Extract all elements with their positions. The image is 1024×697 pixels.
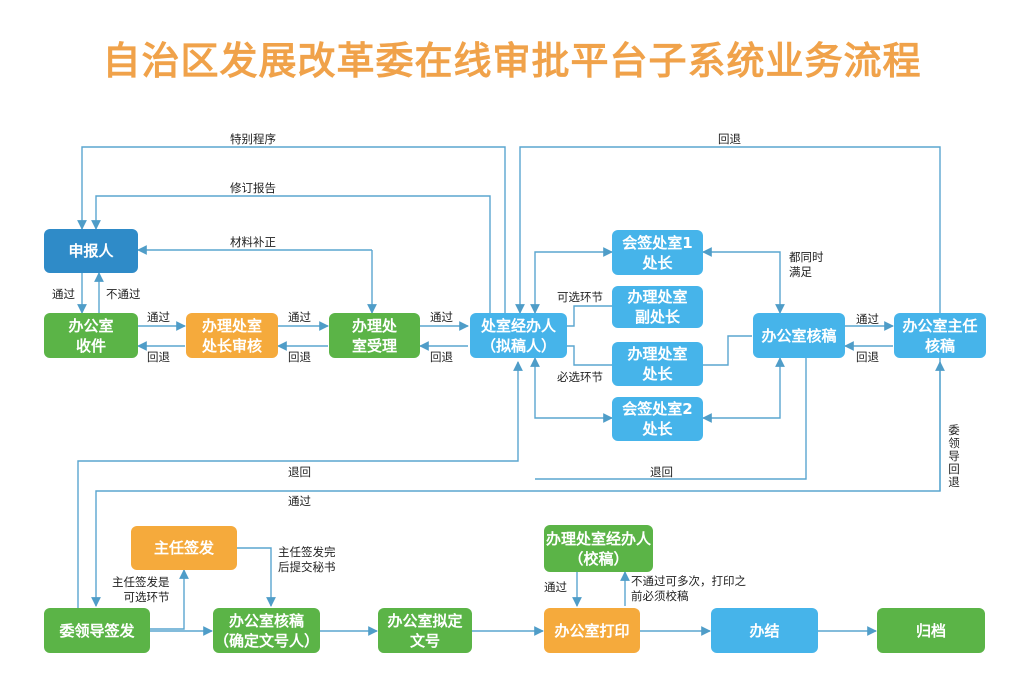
- node-deputy-chief[interactable]: 办理处室 副处长: [612, 286, 703, 328]
- label-revise-report: 修订报告: [230, 181, 276, 195]
- node-office-director-check[interactable]: 办公室主任 核稿: [894, 313, 986, 358]
- label-leader-return: 委 领 导 回 退: [948, 423, 960, 489]
- return-line-left: [77, 361, 523, 608]
- label-pass-applicant: 通过: [52, 287, 75, 301]
- return-top-line: [515, 146, 941, 314]
- label-pass-print: 通过: [544, 580, 567, 594]
- label-pass-4: 通过: [856, 312, 879, 326]
- label-return-4: 回退: [856, 350, 879, 364]
- node-applicant[interactable]: 申报人: [44, 229, 138, 273]
- node-office-check-number[interactable]: 办公室核稿 （确定文号人）: [213, 608, 320, 653]
- node-handler-proofread[interactable]: 办理处室经办人 （校稿）: [544, 525, 653, 572]
- label-required-step: 必选环节: [557, 370, 603, 384]
- label-return-2: 回退: [288, 350, 311, 364]
- label-all-satisfied: 都同时 满足: [789, 250, 824, 279]
- label-return-1: 回退: [147, 350, 170, 364]
- node-director-sign[interactable]: 主任签发: [131, 526, 237, 570]
- label-supplement-material: 材料补正: [230, 235, 276, 249]
- node-office-receive[interactable]: 办公室 收件: [44, 313, 138, 358]
- node-office-print[interactable]: 办公室打印: [544, 608, 640, 653]
- label-pass-bottom: 通过: [288, 494, 311, 508]
- label-return-back-right: 退回: [650, 465, 673, 479]
- label-return-top: 回退: [718, 132, 741, 146]
- node-archive[interactable]: 归档: [877, 608, 985, 653]
- node-office-check[interactable]: 办公室核稿: [753, 313, 845, 358]
- node-leader-sign[interactable]: 委领导签发: [44, 608, 150, 653]
- label-special-procedure: 特别程序: [230, 132, 276, 146]
- node-office-assign-number[interactable]: 办公室拟定 文号: [378, 608, 472, 653]
- node-cosign-1[interactable]: 会签处室1 处长: [612, 230, 703, 275]
- label-optional-step: 可选环节: [557, 290, 603, 304]
- label-pass-3: 通过: [430, 310, 453, 324]
- page-title: 自治区发展改革委在线审批平台子系统业务流程: [102, 38, 922, 83]
- node-section-accept[interactable]: 办理处 室受理: [329, 313, 420, 358]
- node-handler-draft[interactable]: 处室经办人 （拟稿人）: [470, 313, 567, 358]
- node-section-chief[interactable]: 办理处室 处长: [612, 342, 703, 386]
- label-director-sign-submit: 主任签发完 后提交秘书: [278, 545, 336, 574]
- label-multi-fail-note: 不通过可多次，打印之 前必须校稿: [631, 574, 746, 603]
- special-procedure-line: [77, 146, 506, 313]
- label-pass-2: 通过: [288, 310, 311, 324]
- revise-report-line: [91, 195, 491, 313]
- node-section-chief-review[interactable]: 办理处室 处长审核: [186, 313, 278, 358]
- label-pass-1: 通过: [147, 310, 170, 324]
- node-cosign-2[interactable]: 会签处室2 处长: [612, 397, 703, 441]
- label-director-sign-optional: 主任签发是 可选环节: [112, 575, 170, 604]
- label-return-3: 回退: [430, 350, 453, 364]
- label-not-pass-applicant: 不通过: [106, 287, 141, 301]
- return-line-right: [535, 358, 807, 480]
- node-completed[interactable]: 办结: [711, 608, 818, 653]
- label-return-back-left: 退回: [288, 465, 311, 479]
